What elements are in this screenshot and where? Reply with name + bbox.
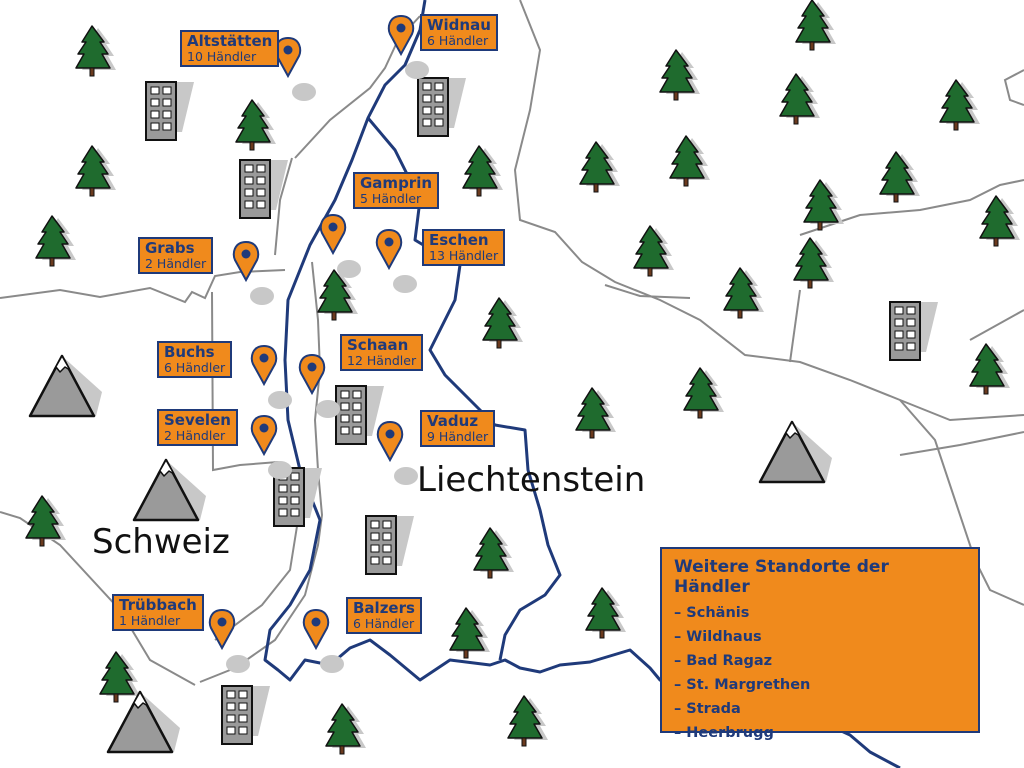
location-label-grabs[interactable]: Grabs 2 Händler (138, 237, 214, 275)
dealer-count: 6 Händler (164, 359, 226, 375)
map-pin-icon[interactable] (232, 241, 275, 306)
map-pin-icon[interactable] (298, 354, 341, 419)
location-label-vaduz[interactable]: Vaduz 9 Händler (420, 410, 496, 448)
pine-tree-icon (575, 387, 617, 439)
pine-tree-icon (979, 195, 1021, 247)
pine-tree-icon (803, 179, 845, 231)
pine-tree-icon (507, 695, 549, 747)
location-name: Trübbach (119, 596, 197, 614)
location-label-schaan[interactable]: Schaan 12 Händler (340, 334, 424, 372)
building-icon (417, 77, 467, 137)
list-item: – Wildhaus (674, 629, 762, 645)
location-name: Grabs (145, 239, 195, 257)
liechtenstein-border (263, 0, 901, 768)
location-label-gamprin[interactable]: Gamprin 5 Händler (353, 172, 440, 210)
pine-tree-icon (25, 495, 67, 547)
dealer-count: 6 Händler (353, 615, 415, 631)
mountain-icon (758, 420, 834, 484)
dealer-count: 6 Händler (427, 32, 489, 48)
dealer-count: 10 Händler (187, 48, 257, 64)
pine-tree-icon (585, 587, 627, 639)
pine-tree-icon (99, 651, 141, 703)
location-label-buchs[interactable]: Buchs 6 Händler (157, 341, 233, 379)
pine-tree-icon (75, 25, 117, 77)
pine-tree-icon (75, 145, 117, 197)
more-locations-list: – Schänis – Wildhaus – Bad Ragaz – St. M… (674, 601, 966, 745)
dealer-count: 1 Händler (119, 612, 181, 628)
building-icon (239, 159, 289, 219)
pine-tree-icon (779, 73, 821, 125)
location-name: Eschen (429, 231, 489, 249)
location-name: Buchs (164, 343, 215, 361)
location-name: Vaduz (427, 412, 479, 430)
pine-tree-icon (482, 297, 524, 349)
dealer-count: 9 Händler (427, 428, 489, 444)
location-label-widnau[interactable]: Widnau 6 Händler (420, 14, 498, 52)
more-locations-title: Weitere Standorte der Händler (674, 557, 889, 597)
municipal-boundaries (0, 0, 1024, 686)
pine-tree-icon (793, 237, 835, 289)
pine-tree-icon (659, 49, 701, 101)
dealer-count: 2 Händler (145, 255, 207, 271)
pine-tree-icon (969, 343, 1011, 395)
country-label-switzerland: Schweiz (92, 522, 230, 562)
location-name: Altstätten (187, 32, 273, 50)
building-icon (145, 81, 195, 141)
mountain-icon (28, 354, 104, 418)
map-pin-icon[interactable] (376, 421, 419, 486)
more-locations-box: Weitere Standorte der Händler – Schänis … (660, 547, 980, 741)
dealer-count: 13 Händler (429, 247, 499, 263)
map-pin-icon[interactable] (250, 415, 293, 480)
location-name: Sevelen (164, 411, 231, 429)
pine-tree-icon (235, 99, 277, 151)
location-name: Balzers (353, 599, 415, 617)
pine-tree-icon (462, 145, 504, 197)
location-name: Gamprin (360, 174, 433, 192)
building-icon (221, 685, 271, 745)
map-pin-icon[interactable] (319, 214, 362, 279)
dealer-count: 5 Händler (360, 190, 422, 206)
dealer-count: 2 Händler (164, 427, 226, 443)
location-label-balzers[interactable]: Balzers 6 Händler (346, 597, 422, 635)
pine-tree-icon (325, 703, 367, 755)
list-item: – Strada (674, 701, 741, 717)
location-name: Widnau (427, 16, 491, 34)
list-item: – St. Margrethen (674, 677, 811, 693)
pine-tree-icon (449, 607, 491, 659)
pine-tree-icon (473, 527, 515, 579)
location-label-truebbach[interactable]: Trübbach 1 Händler (112, 594, 204, 632)
pine-tree-icon (683, 367, 725, 419)
location-name: Schaan (347, 336, 409, 354)
map-pin-icon[interactable] (375, 229, 418, 294)
list-item: – Bad Ragaz (674, 653, 773, 669)
map-pin-icon[interactable] (302, 609, 345, 674)
location-label-altstaetten[interactable]: Altstätten 10 Händler (180, 30, 280, 68)
location-label-eschen[interactable]: Eschen 13 Händler (422, 229, 506, 267)
location-label-sevelen[interactable]: Sevelen 2 Händler (157, 409, 238, 447)
list-item: – Schänis (674, 605, 750, 621)
country-label-liechtenstein: Liechtenstein (417, 460, 646, 500)
mountain-icon (132, 458, 208, 522)
map-pin-icon[interactable] (274, 37, 317, 102)
pine-tree-icon (879, 151, 921, 203)
dealer-count: 12 Händler (347, 352, 417, 368)
list-item: – Heerbrugg (674, 725, 774, 741)
pine-tree-icon (723, 267, 765, 319)
pine-tree-icon (35, 215, 77, 267)
pine-tree-icon (579, 141, 621, 193)
pine-tree-icon (795, 0, 837, 51)
pine-tree-icon (669, 135, 711, 187)
building-icon (365, 515, 415, 575)
pine-tree-icon (939, 79, 981, 131)
pine-tree-icon (633, 225, 675, 277)
building-icon (889, 301, 939, 361)
mountain-icon (106, 690, 182, 754)
